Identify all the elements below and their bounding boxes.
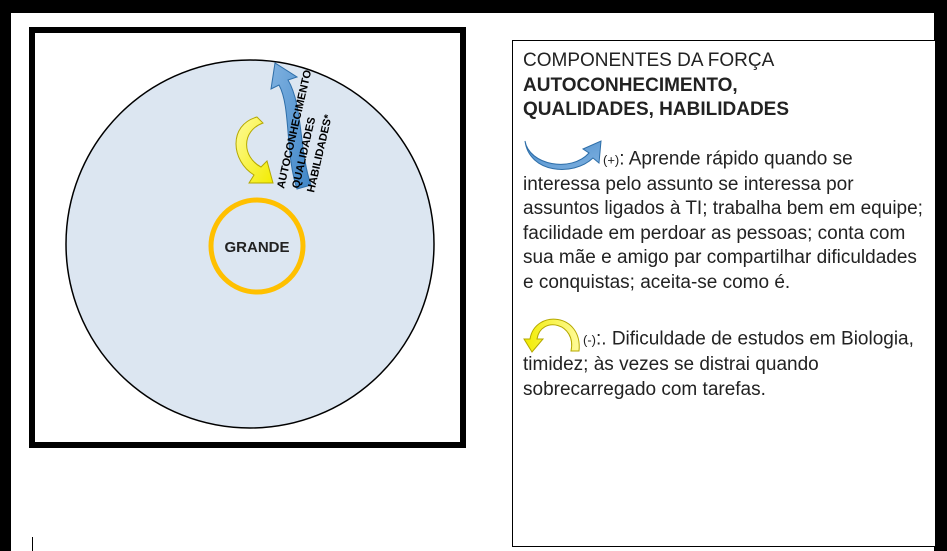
blue-curved-arrow-icon xyxy=(270,62,312,190)
text-cursor xyxy=(32,537,33,551)
positive-symbol: (+) xyxy=(603,152,620,167)
negative-paragraph: (-):. Dificuldade de estudos em Biologia… xyxy=(523,317,925,402)
negative-symbol: (-) xyxy=(583,332,596,348)
grande-ring xyxy=(208,197,306,295)
components-panel: COMPONENTES DA FORÇA AUTOCONHECIMENTO, Q… xyxy=(512,40,936,547)
yellow-arch-arrow-icon xyxy=(523,318,580,353)
blue-u-arrow-icon xyxy=(524,139,602,170)
positive-paragraph: (+): Aprende rápido quando se interessa … xyxy=(523,139,925,296)
yellow-curved-arrow-icon xyxy=(235,116,274,184)
panel-bold-line-1: AUTOCONHECIMENTO, xyxy=(523,74,738,96)
diagram-canvas: AUTOCONHECIMENTO QUALIDADES HABILIDADES*… xyxy=(65,59,435,429)
panel-bold-line-2: QUALIDADES, HABILIDADES xyxy=(523,99,790,120)
diagram-box: AUTOCONHECIMENTO QUALIDADES HABILIDADES*… xyxy=(29,27,466,448)
positive-text: : Aprende rápido quando se interessa pel… xyxy=(523,148,923,293)
panel-title: COMPONENTES DA FORÇA xyxy=(523,50,775,71)
negative-text: :. Dificuldade de estudos em Biologia, t… xyxy=(523,328,914,400)
center-label: GRANDE xyxy=(224,239,289,256)
outer-circle xyxy=(65,59,435,429)
